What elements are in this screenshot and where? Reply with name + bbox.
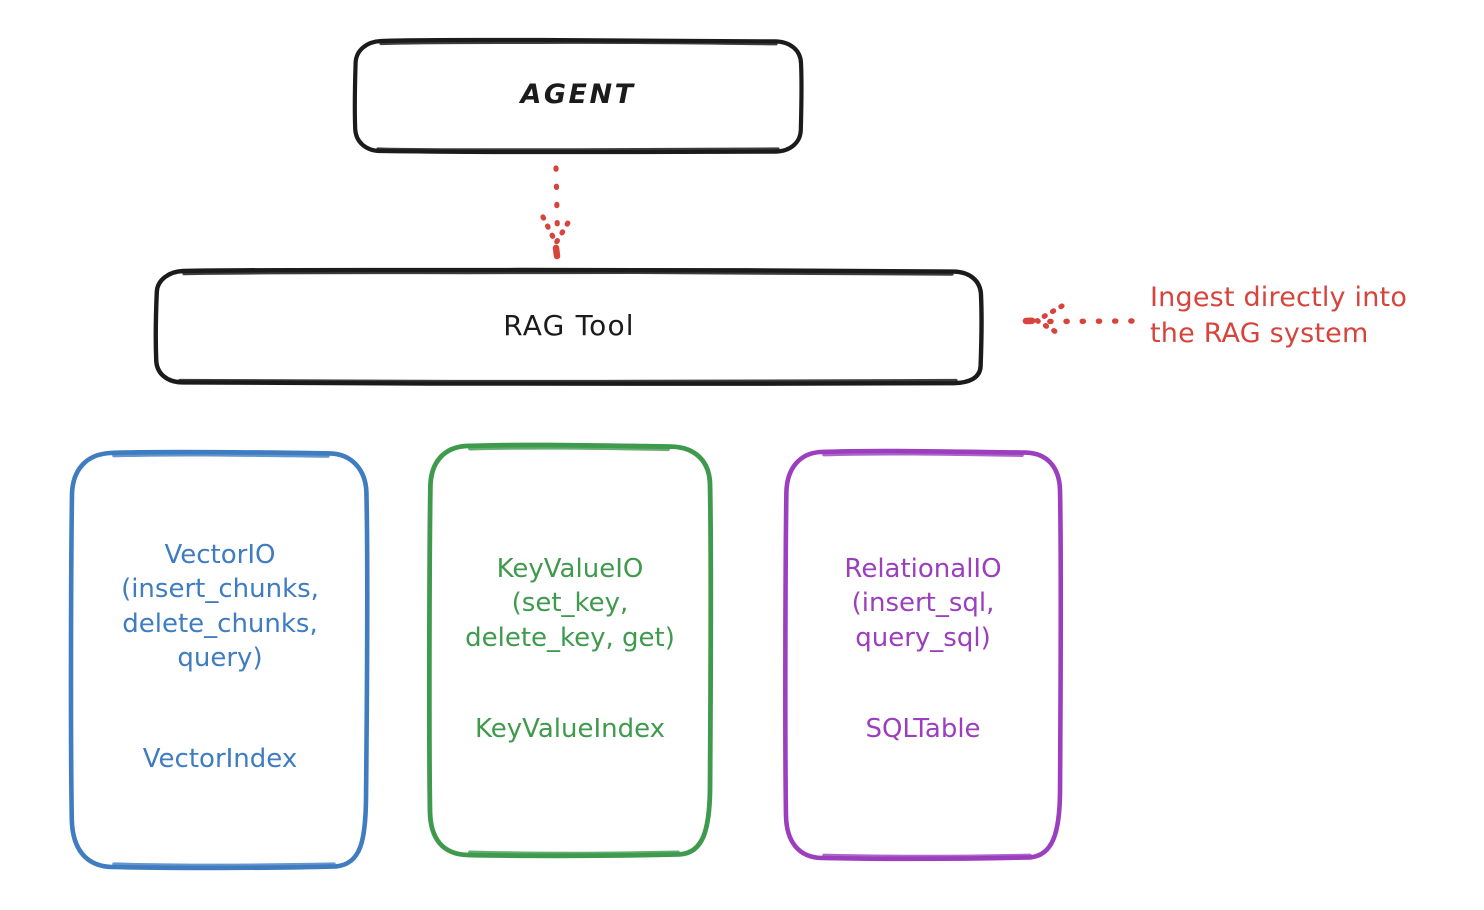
ingest-arrowhead <box>1034 303 1065 338</box>
rag-tool-box-sketch-overstroke <box>182 270 954 276</box>
agent-label: AGENT <box>520 79 636 110</box>
agent-node[interactable] <box>352 37 804 155</box>
agent-box-sketch-overstroke <box>379 40 778 46</box>
vector-io-box-sketch-overstroke-bottom <box>112 862 336 868</box>
vector-index-label: VectorIndex <box>142 744 298 774</box>
agent-box-outline <box>352 37 804 155</box>
key-value-io-label: KeyValueIO (set_key, delete_key, get) <box>465 554 675 653</box>
rag-tool-label: RAG Tool <box>503 309 635 342</box>
ingest-annotation-text: Ingest directly into the RAG system <box>1150 282 1408 349</box>
rag-tool-box-outline <box>153 267 984 386</box>
agent-to-rag-arrow-tip <box>552 244 561 260</box>
relational-io-box-sketch-overstroke-bottom <box>822 853 1032 859</box>
agent-to-rag-arrowhead <box>540 213 575 246</box>
key-value-index-label: KeyValueIndex <box>474 714 666 744</box>
relational-io-node[interactable] <box>783 448 1064 862</box>
ingest-dotted-line <box>1043 318 1135 325</box>
vector-io-box-outline <box>68 449 370 871</box>
relational-io-box-outline <box>783 448 1064 862</box>
ingest-connector <box>1022 303 1135 338</box>
agent-to-rag-dotted-line <box>553 165 560 237</box>
vector-io-node[interactable] <box>68 449 370 871</box>
relational-io-label: RelationalIO (insert_sql, query_sql) <box>844 554 1002 653</box>
agent-box-sketch-overstroke-bottom <box>376 147 780 152</box>
vector-io-label: VectorIO (insert_chunks, delete_chunks, … <box>121 540 319 673</box>
relational-io-box-sketch-overstroke <box>822 451 1024 457</box>
key-value-io-box-sketch-overstroke <box>468 445 670 452</box>
key-value-io-box-sketch-overstroke-bottom <box>468 850 680 856</box>
agent-to-rag-connector <box>540 165 575 260</box>
sql-table-label: SQLTable <box>865 714 981 744</box>
key-value-io-node[interactable] <box>426 442 714 859</box>
vector-io-box-sketch-overstroke <box>112 452 330 458</box>
rag-tool-box-sketch-overstroke-bottom <box>178 378 958 384</box>
rag-tool-node[interactable] <box>153 267 984 386</box>
key-value-io-box-outline <box>426 442 714 859</box>
